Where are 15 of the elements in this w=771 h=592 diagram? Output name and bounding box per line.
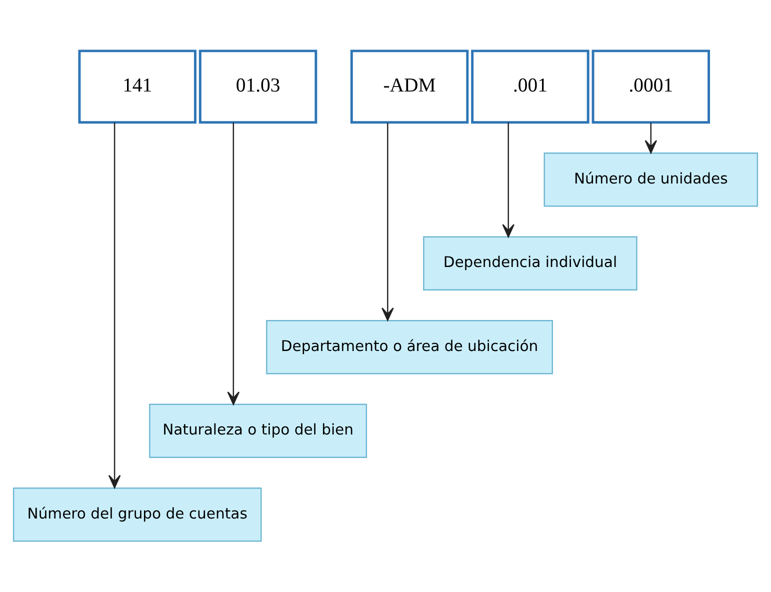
node-box: Departamento o área de ubicación	[266, 320, 553, 374]
node-box: Naturaleza o tipo del bien	[149, 404, 368, 458]
node-box: Número del grupo de cuentas	[12, 488, 262, 542]
arrow	[502, 122, 514, 238]
arrow	[227, 122, 240, 405]
node-box: .0001	[592, 50, 710, 124]
arrow	[382, 122, 394, 321]
node-box: Número de unidades	[544, 152, 758, 207]
arrow	[644, 122, 658, 154]
node-box: 01.03	[198, 50, 318, 124]
node-box: Dependencia individual	[423, 236, 638, 290]
node-box: -ADM	[350, 50, 469, 124]
node-box: 141	[78, 50, 196, 124]
arrow	[108, 122, 121, 488]
node-box: .001	[471, 50, 590, 124]
